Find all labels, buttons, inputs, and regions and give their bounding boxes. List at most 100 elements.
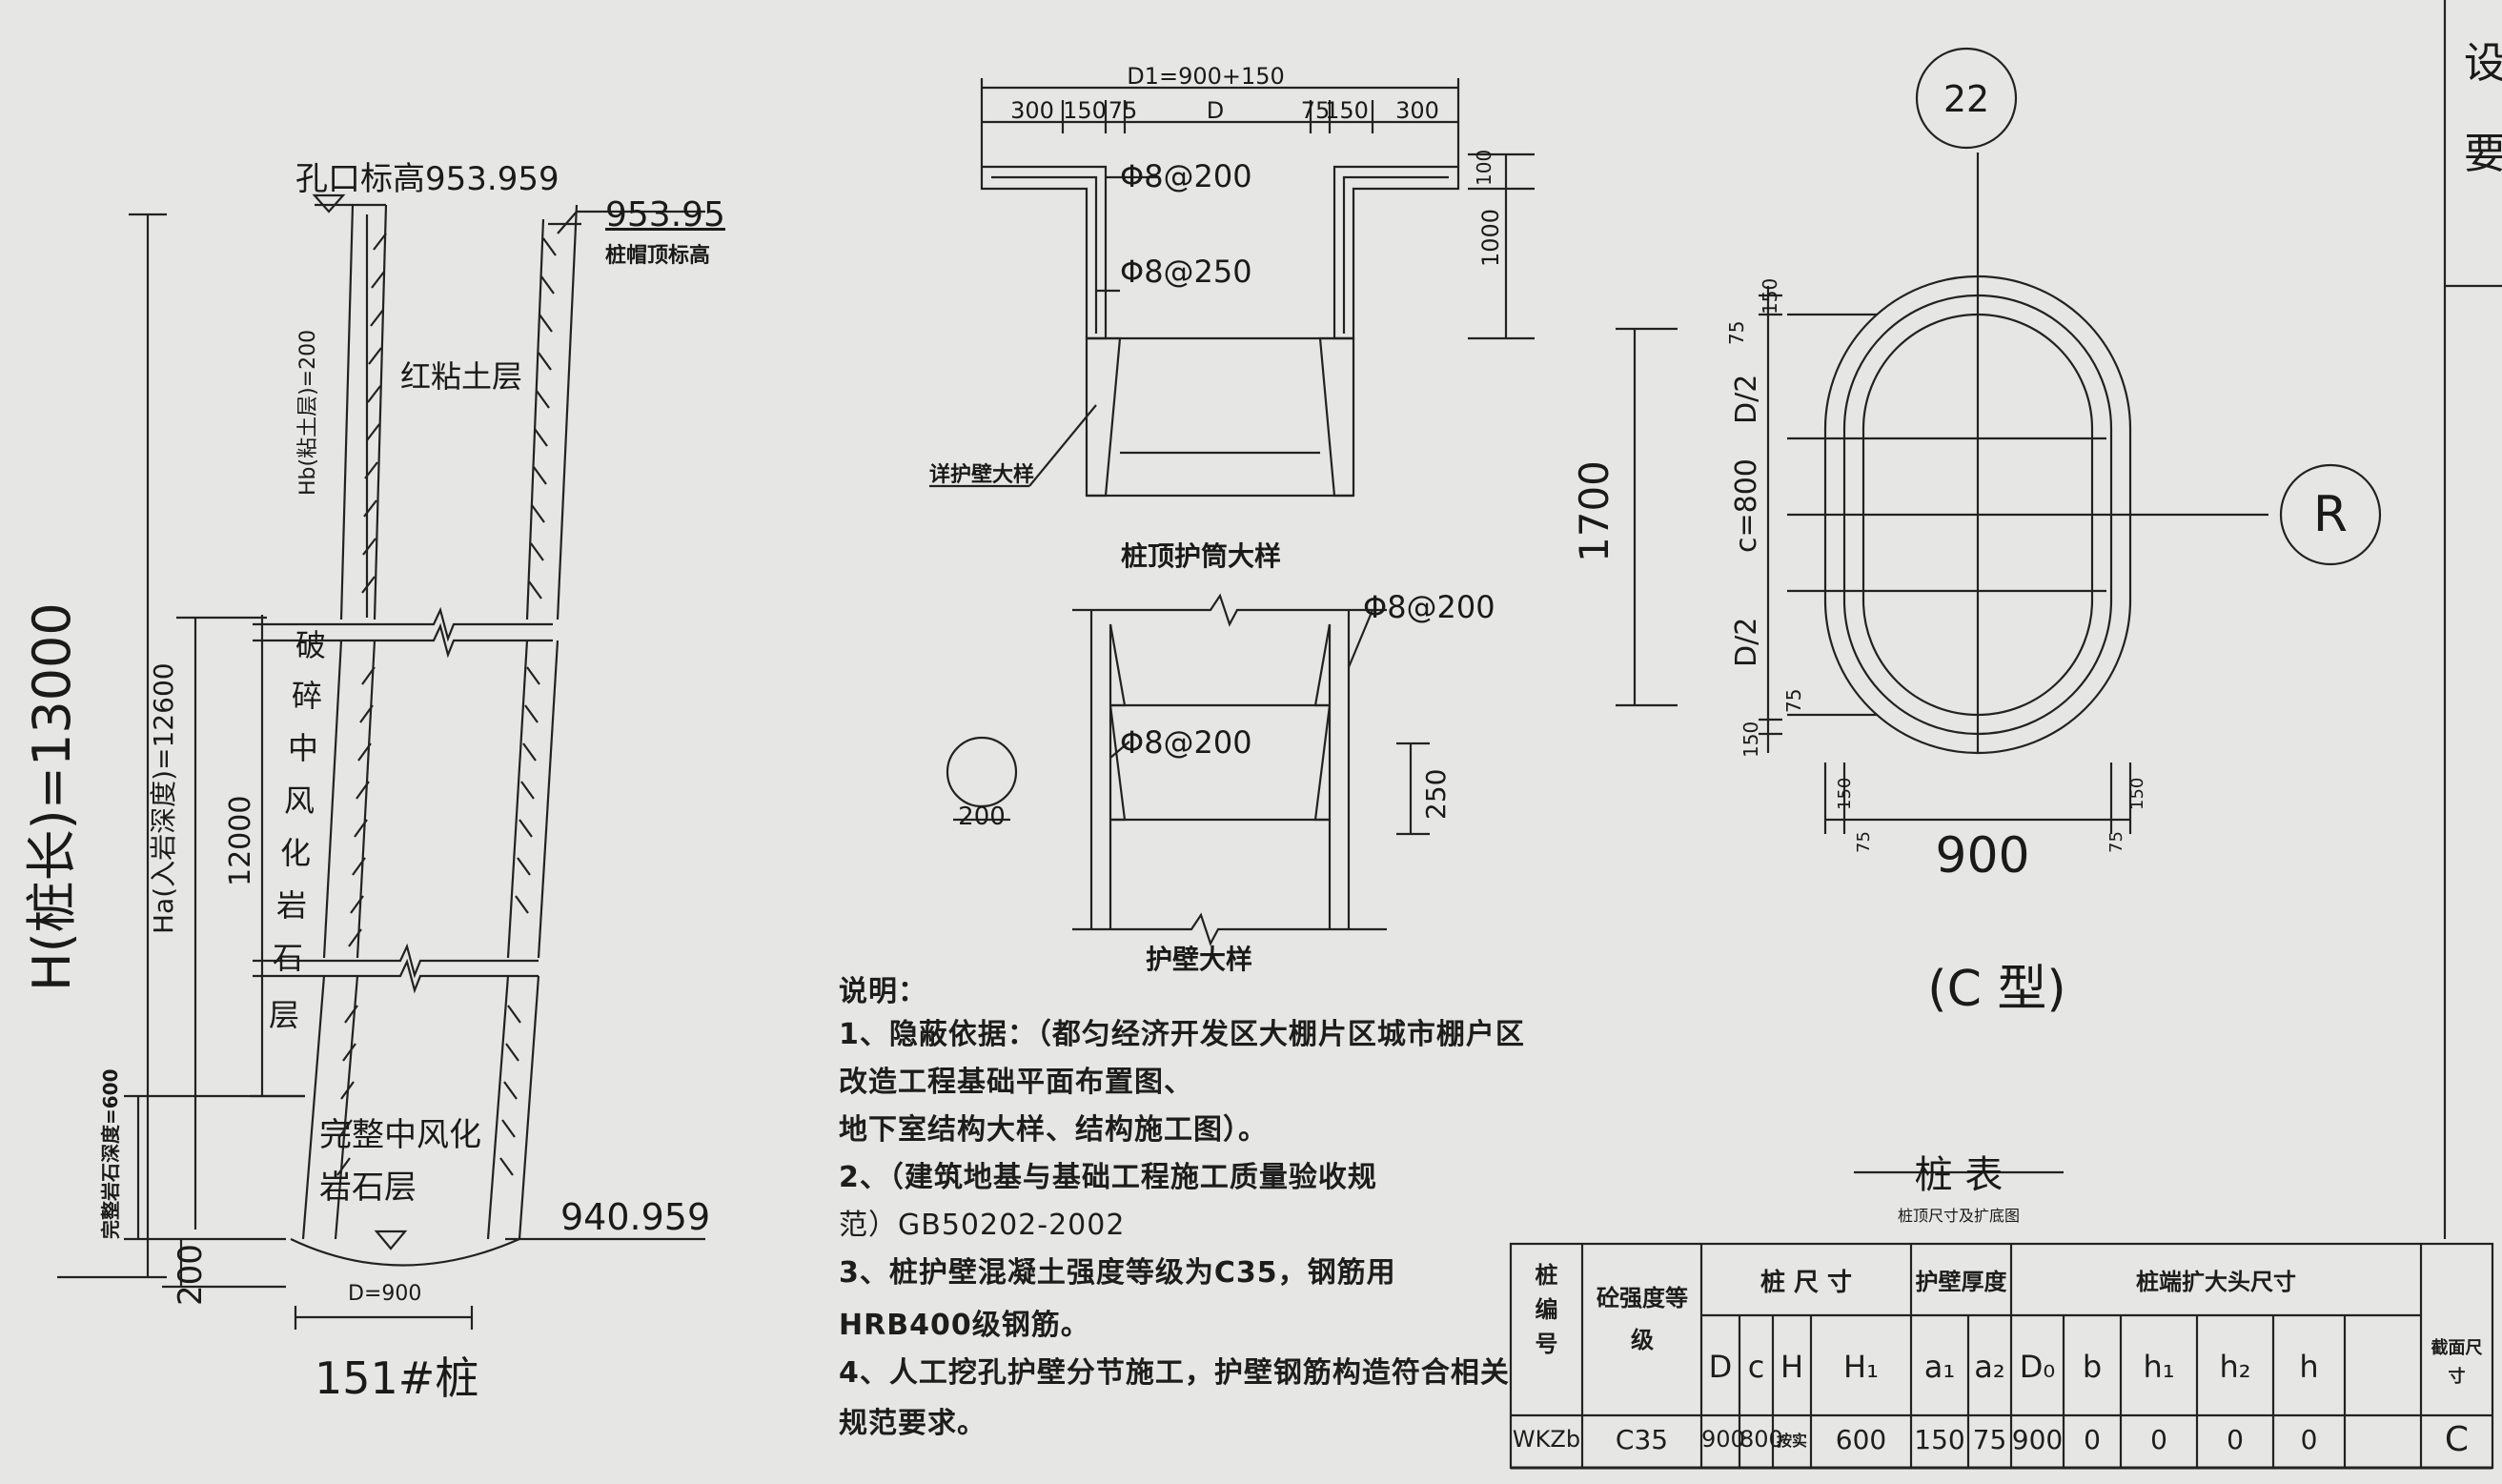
cap-dim-3: D — [1206, 97, 1225, 124]
td-d: 900 — [1701, 1426, 1745, 1453]
note-line-4: 2、（建筑地基与基础工程施工质量验收规 — [839, 1161, 1377, 1194]
wall-rebar-b: Φ8@200 — [1120, 724, 1252, 761]
cap-dim-1: 150 — [1063, 97, 1107, 124]
plan-dim-150-top: 150 — [1759, 277, 1781, 315]
note-line-1: 1、隐蔽依据：（都匀经济开发区大棚片区城市棚户区 — [839, 1018, 1525, 1051]
th-h1b: h₁ — [2143, 1349, 2175, 1385]
plan-dim-150-left: 150 — [1835, 777, 1855, 810]
plan-dim-1700: 1700 — [1571, 460, 1617, 562]
wall-detail-lines — [946, 593, 1430, 946]
td-pile-no: WKZb — [1512, 1426, 1581, 1453]
th-a1: a₁ — [1923, 1349, 1956, 1385]
th-pile-no: 桩编号 — [1535, 1262, 1558, 1357]
cap-detail-title: 桩顶护筒大样 — [1120, 540, 1282, 572]
edge-char-2: 要 — [2464, 130, 2502, 178]
plan-dim-150-bottom: 150 — [1739, 721, 1762, 758]
plan-dim-75-left: 75 — [1854, 831, 1874, 853]
pile-length-dim: H(桩长)=13000 — [22, 602, 82, 991]
layer-broken-4: 化 — [280, 835, 312, 871]
th-wall-thickness: 护壁厚度 — [1915, 1269, 2007, 1295]
dim-200: 200 — [172, 1244, 210, 1306]
td-a1: 150 — [1914, 1424, 1965, 1455]
wall-detail-title: 护壁大样 — [1145, 944, 1253, 975]
pile-table-lines — [1509, 1170, 2494, 1470]
layer-red-clay: 红粘土层 — [400, 358, 523, 395]
wall-circle-dim: 200 — [958, 803, 1006, 831]
pile-table-title: 桩 表 — [1914, 1153, 2004, 1197]
td-a2: 75 — [1972, 1424, 2007, 1455]
plan-dim-75-bottom: 75 — [1782, 688, 1805, 713]
bottom-elevation: 940.959 — [560, 1196, 711, 1238]
wall-dim-250: 250 — [1420, 768, 1452, 820]
layer-broken-3: 风 — [284, 783, 315, 819]
layer-broken-5: 岩 — [276, 887, 308, 924]
layer-intact-2: 岩石层 — [319, 1169, 417, 1207]
cap-elevation-label: 桩帽顶标高 — [605, 244, 711, 268]
td-h1: 600 — [1835, 1424, 1887, 1455]
th-concrete-grade: 砼强度等级 — [1597, 1285, 1688, 1353]
plan-dim-75-right: 75 — [2106, 831, 2126, 853]
pile-section-lines — [57, 193, 705, 1330]
note-line-7: HRB400级钢筋。 — [839, 1309, 1090, 1342]
pile-table-subtitle: 桩顶尺寸及扩底图 — [1897, 1207, 2021, 1225]
pile-title: 151#桩 — [315, 1352, 479, 1404]
orifice-elevation: 孔口标高953.959 — [295, 160, 559, 198]
layer-broken-0: 破 — [295, 627, 327, 663]
layer-intact-1: 完整中风化 — [319, 1116, 481, 1154]
layer-broken-7: 层 — [269, 997, 300, 1033]
cap-rebar-1: Φ8@200 — [1120, 158, 1252, 194]
plan-dim-150-right: 150 — [2127, 777, 2147, 810]
pile-diameter-label: D=900 — [348, 1282, 422, 1306]
th-bell-size: 桩端扩大头尺寸 — [2136, 1269, 2296, 1295]
grid-bubble-22: 22 — [1943, 78, 1990, 120]
edge-char-1: 设 — [2464, 39, 2502, 88]
cap-dim-5: 150 — [1325, 97, 1369, 124]
clay-depth-dim: Hb(粘土层)=200 — [296, 329, 320, 496]
cap-dim-6: 300 — [1395, 97, 1439, 124]
th-hh: h — [2299, 1349, 2319, 1385]
cap-dim-4: 75 — [1300, 97, 1331, 124]
cap-dim-100: 100 — [1473, 149, 1495, 186]
plan-dim-c: c=800 — [1730, 458, 1763, 553]
layer-broken-2: 中 — [288, 730, 319, 766]
plan-dim-d2-bottom: D/2 — [1730, 617, 1763, 667]
plan-dim-75-top: 75 — [1725, 320, 1748, 345]
th-pile-size: 桩 尺 寸 — [1760, 1269, 1853, 1297]
cap-callout: 详护壁大样 — [929, 463, 1035, 487]
cap-elevation: 953.95 — [605, 195, 725, 234]
th-h: H — [1780, 1349, 1804, 1385]
note-line-5: 范）GB50202-2002 — [839, 1209, 1126, 1242]
td-h: 按实 — [1776, 1432, 1807, 1450]
td-h2: 0 — [2227, 1424, 2244, 1455]
th-d: D — [1708, 1349, 1733, 1385]
td-grade: C35 — [1615, 1424, 1669, 1455]
cap-rebar-2: Φ8@250 — [1120, 254, 1252, 290]
note-line-2: 改造工程基础平面布置图、 — [839, 1066, 1193, 1099]
td-section: C — [2444, 1420, 2470, 1459]
plan-dim-900: 900 — [1935, 827, 2030, 884]
th-c: c — [1747, 1349, 1765, 1385]
cap-dim-0: 300 — [1010, 97, 1054, 124]
plan-type-label: (C 型) — [1927, 961, 2066, 1018]
layer-broken-1: 碎 — [292, 678, 323, 714]
plan-lines — [1616, 47, 2382, 834]
note-line-9: 规范要求。 — [839, 1407, 987, 1440]
th-h2: h₂ — [2219, 1349, 2251, 1385]
dim-12000: 12000 — [224, 795, 257, 886]
plan-dim-d2-top: D/2 — [1730, 374, 1763, 424]
cap-dim-2: 75 — [1108, 97, 1138, 124]
dim-600: 完整岩石深度=600 — [99, 1068, 122, 1239]
th-section-size: 截面尺寸 — [2431, 1338, 2483, 1387]
td-b: 0 — [2084, 1424, 2101, 1455]
rock-depth-dim: Ha(入岩深度)=12600 — [148, 662, 179, 934]
td-d0: 900 — [2011, 1424, 2064, 1455]
th-h1: H₁ — [1843, 1349, 1879, 1385]
note-line-3: 地下室结构大样、结构施工图）。 — [839, 1113, 1268, 1147]
cap-detail-lines — [929, 78, 1535, 498]
layer-broken-6: 石 — [273, 940, 304, 976]
td-h1b: 0 — [2150, 1424, 2167, 1455]
th-d0: D₀ — [2019, 1349, 2056, 1385]
td-c: 800 — [1739, 1426, 1783, 1453]
